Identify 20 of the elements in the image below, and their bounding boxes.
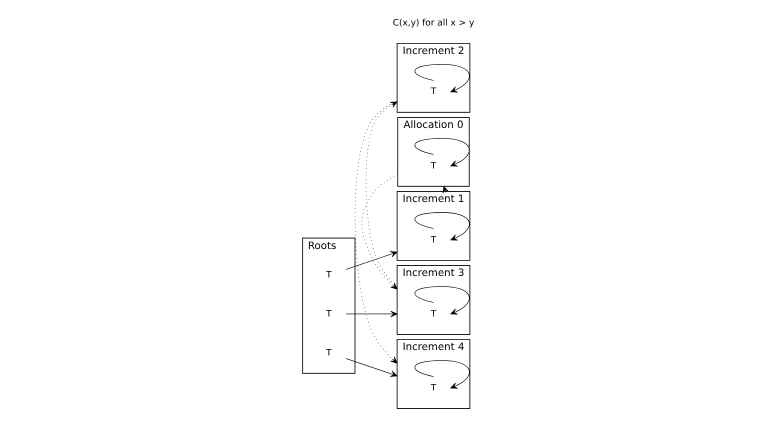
node-text: T xyxy=(430,235,436,246)
arrow xyxy=(414,360,470,389)
arrow xyxy=(366,101,398,288)
arrow xyxy=(362,174,398,290)
node-text: T xyxy=(430,383,436,394)
node-text: T xyxy=(326,348,332,358)
node-text: T xyxy=(326,309,332,320)
arrow xyxy=(414,138,470,166)
arrow xyxy=(414,212,470,240)
arrow xyxy=(346,251,398,270)
arrow xyxy=(414,286,470,315)
label: C(x,y) for all x > y xyxy=(392,18,474,28)
node-text: T xyxy=(430,309,436,320)
node-text: T xyxy=(430,87,436,98)
node-text: T xyxy=(430,161,436,172)
arrow xyxy=(346,358,398,377)
arrow xyxy=(414,64,470,92)
arrow xyxy=(354,100,398,364)
arrow xyxy=(346,310,398,318)
node-text: T xyxy=(326,270,332,280)
